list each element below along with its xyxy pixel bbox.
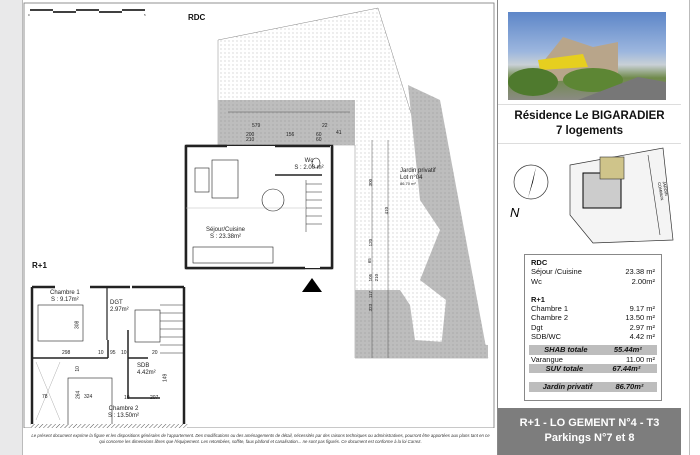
dim-label: 60 bbox=[316, 132, 322, 138]
dim-label: 207 bbox=[150, 395, 159, 401]
scale-bar bbox=[30, 9, 145, 13]
entrance-arrow-icon bbox=[302, 278, 322, 292]
north-label: N bbox=[510, 205, 520, 220]
dim-label: 210 bbox=[374, 273, 380, 282]
info-panel: Résidence Le BIGARADIER 7 logements N JA… bbox=[497, 0, 690, 455]
lot-title: R+1 - LO GEMENT N°4 - T3 bbox=[519, 417, 660, 429]
scale-tick: 0 bbox=[28, 13, 30, 17]
dim-label: 22 bbox=[322, 123, 328, 129]
level-label-rdc: RDC bbox=[188, 13, 206, 22]
dim-label: 156 bbox=[286, 132, 295, 138]
dim-label: 95 bbox=[110, 350, 116, 356]
dim-label: 10 bbox=[98, 350, 104, 356]
dim-label: 105 bbox=[368, 273, 374, 282]
table-section-header: R+1 bbox=[531, 294, 545, 304]
rdc-plan bbox=[184, 144, 334, 270]
building-rendering-image bbox=[508, 12, 666, 100]
dim-label: 78 bbox=[42, 394, 48, 400]
dim-label: 20 bbox=[152, 350, 158, 356]
dim-label: 324 bbox=[84, 394, 93, 400]
residence-title: Résidence Le BIGARADIER 7 logements bbox=[498, 104, 681, 144]
dim-label: 10 bbox=[121, 350, 127, 356]
floor-plan-drawing bbox=[23, 2, 495, 428]
dim-label: 117 bbox=[368, 290, 374, 299]
lot-banner: R+1 - LO GEMENT N°4 - T3 Parkings N°7 et… bbox=[498, 408, 681, 455]
level-label-r1: R+1 bbox=[32, 261, 47, 270]
dim-label: 149 bbox=[162, 373, 169, 383]
compass-icon bbox=[513, 164, 549, 200]
dim-label: 298 bbox=[62, 350, 71, 356]
dim-label: 323 bbox=[368, 303, 374, 312]
scale-tick: 5 bbox=[144, 13, 146, 17]
parking-info: Parkings N°7 et 8 bbox=[544, 432, 635, 444]
dim-label: 10 bbox=[124, 395, 130, 401]
dim-label: 41 bbox=[336, 130, 342, 136]
dim-label: 210 bbox=[246, 137, 255, 143]
site-plan: N JARDIN COMMUN bbox=[498, 145, 681, 245]
dim-label: 579 bbox=[252, 123, 261, 129]
legal-disclaimer: Le présent document exprime la figure et… bbox=[31, 433, 490, 444]
table-section-header: RDC bbox=[531, 258, 548, 267]
dim-label: 264 bbox=[75, 390, 82, 400]
r1-plan bbox=[30, 285, 186, 427]
dim-label: 300 bbox=[368, 178, 374, 187]
dim-label: 120 bbox=[368, 238, 374, 247]
dim-label: 308 bbox=[74, 320, 81, 330]
dim-label: 10 bbox=[74, 366, 81, 372]
dim-label: 60 bbox=[316, 137, 322, 143]
dim-label: 410 bbox=[384, 206, 390, 215]
dim-label: 65 bbox=[366, 258, 372, 264]
dim-label: 200 bbox=[246, 132, 255, 138]
